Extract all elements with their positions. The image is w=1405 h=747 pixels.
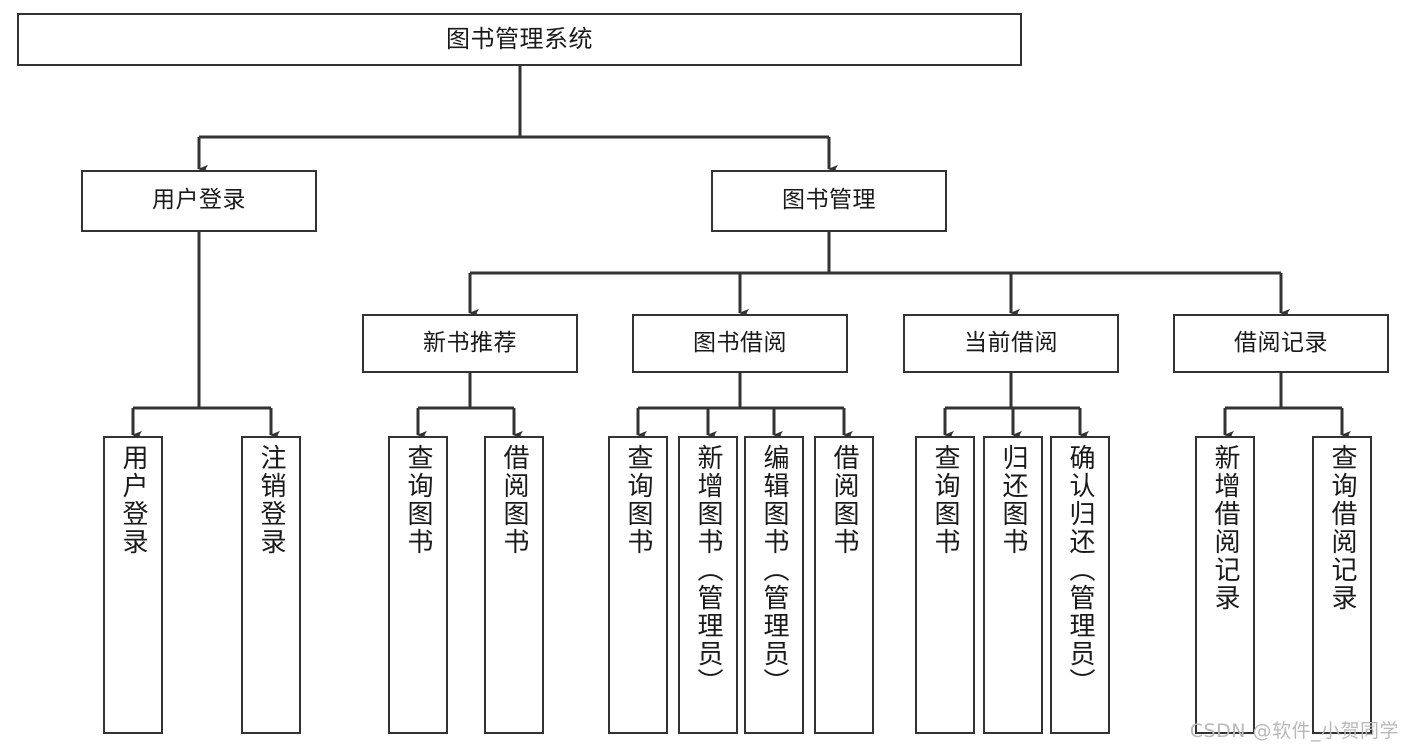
node-label-l-bborrow: 借阅图书 bbox=[829, 444, 859, 556]
node-l-cconfirm[interactable]: 确认归还（管理员） bbox=[1050, 436, 1110, 734]
node-label-login: 用户登录 bbox=[152, 187, 246, 214]
node-label-l-badd: 新增图书（管理员） bbox=[693, 444, 723, 696]
node-l-bq[interactable]: 查询图书 bbox=[608, 436, 668, 734]
node-label-l-nb-borrow: 借阅图书 bbox=[499, 444, 529, 556]
node-l-creturn[interactable]: 归还图书 bbox=[983, 436, 1043, 734]
node-l-bborrow[interactable]: 借阅图书 bbox=[814, 436, 874, 734]
node-label-l-bq: 查询图书 bbox=[623, 444, 653, 556]
node-label-current: 当前借阅 bbox=[964, 329, 1058, 356]
node-l-logout[interactable]: 注销登录 bbox=[241, 436, 301, 734]
node-l-bedit[interactable]: 编辑图书（管理员） bbox=[744, 436, 804, 734]
node-bookmgmt[interactable]: 图书管理 bbox=[711, 170, 947, 232]
node-label-l-cconfirm: 确认归还（管理员） bbox=[1065, 444, 1095, 696]
node-l-nb-borrow[interactable]: 借阅图书 bbox=[484, 436, 544, 734]
node-label-root: 图书管理系统 bbox=[446, 25, 593, 54]
node-label-l-logout: 注销登录 bbox=[256, 444, 286, 556]
node-label-l-rquery: 查询借阅记录 bbox=[1327, 444, 1357, 612]
node-records[interactable]: 借阅记录 bbox=[1173, 314, 1389, 373]
node-l-radd[interactable]: 新增借阅记录 bbox=[1195, 436, 1255, 734]
node-login[interactable]: 用户登录 bbox=[81, 170, 317, 232]
node-label-records: 借阅记录 bbox=[1234, 329, 1328, 356]
node-label-l-creturn: 归还图书 bbox=[998, 444, 1028, 556]
csdn-watermark: CSDN @软件_小贺同学 bbox=[1189, 720, 1399, 742]
node-borrow[interactable]: 图书借阅 bbox=[632, 314, 848, 373]
node-root[interactable]: 图书管理系统 bbox=[17, 13, 1022, 66]
node-label-borrow: 图书借阅 bbox=[693, 329, 787, 356]
node-current[interactable]: 当前借阅 bbox=[903, 314, 1119, 373]
node-l-login[interactable]: 用户登录 bbox=[103, 436, 163, 734]
node-newbook[interactable]: 新书推荐 bbox=[362, 314, 578, 373]
node-label-l-cq: 查询图书 bbox=[930, 444, 960, 556]
node-label-newbook: 新书推荐 bbox=[423, 329, 517, 356]
node-label-l-nb-query: 查询图书 bbox=[403, 444, 433, 556]
node-l-badd[interactable]: 新增图书（管理员） bbox=[678, 436, 738, 734]
node-l-rquery[interactable]: 查询借阅记录 bbox=[1312, 436, 1372, 734]
node-label-l-bedit: 编辑图书（管理员） bbox=[759, 444, 789, 696]
node-label-l-radd: 新增借阅记录 bbox=[1210, 444, 1240, 612]
node-l-nb-query[interactable]: 查询图书 bbox=[388, 436, 448, 734]
node-l-cq[interactable]: 查询图书 bbox=[915, 436, 975, 734]
node-label-bookmgmt: 图书管理 bbox=[782, 187, 876, 214]
node-label-l-login: 用户登录 bbox=[118, 444, 148, 556]
